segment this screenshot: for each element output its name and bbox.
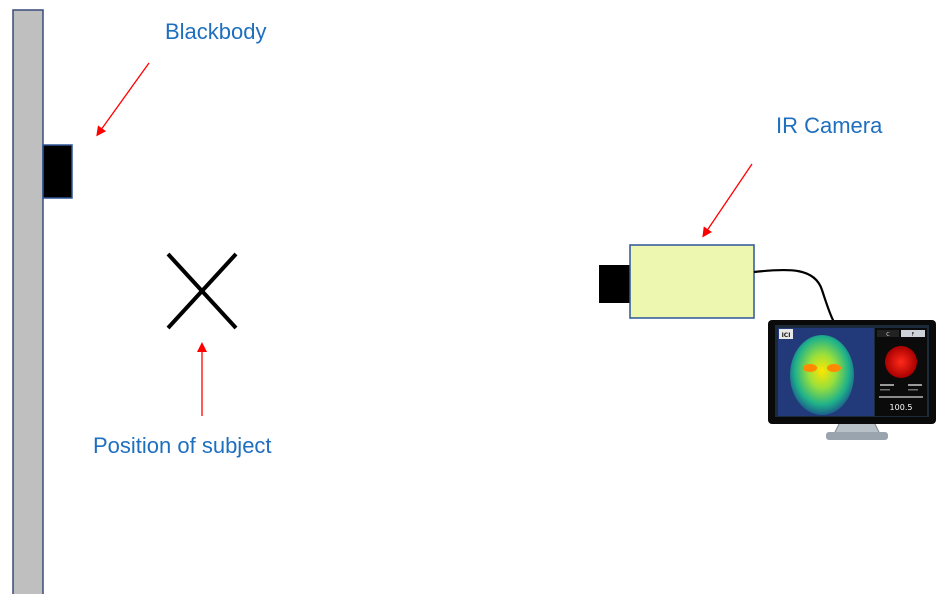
blackbody-arrow: [96, 62, 150, 137]
thermal-hotspot-right: [827, 364, 841, 372]
monitor: ICI C F 100.5: [768, 320, 936, 440]
subject-position-label: Position of subject: [93, 433, 272, 458]
monitor-stand-base: [826, 432, 888, 440]
readout-tab-right: [901, 330, 925, 337]
camera-brand-text: ICI: [782, 332, 791, 339]
camera-brand-badge: [779, 329, 793, 339]
readout-row-a: [880, 384, 894, 386]
wall: [12, 9, 44, 594]
readout-tab-left: [877, 330, 899, 337]
subject-position-marker: [166, 252, 238, 330]
readout-row-d: [908, 389, 918, 391]
blackbody-device: [42, 144, 73, 199]
camera-cable: [753, 268, 835, 323]
readout-caption: [879, 396, 923, 398]
alarm-indicator: [885, 346, 917, 378]
readout-tab-right-label: F: [912, 332, 915, 338]
camera-arrow: [702, 163, 753, 238]
ir-camera-body: [629, 244, 755, 319]
thermal-hotspot-left: [803, 364, 817, 372]
ir-camera-label: IR Camera: [776, 113, 883, 138]
camera-lens: [599, 265, 632, 303]
readout-row-b: [908, 384, 922, 386]
blackbody-label: Blackbody: [165, 19, 267, 44]
temperature-readout: 100.5: [890, 403, 913, 412]
readout-tab-left-label: C: [886, 332, 890, 338]
readout-row-c: [880, 389, 890, 391]
thermal-face: [790, 335, 854, 415]
